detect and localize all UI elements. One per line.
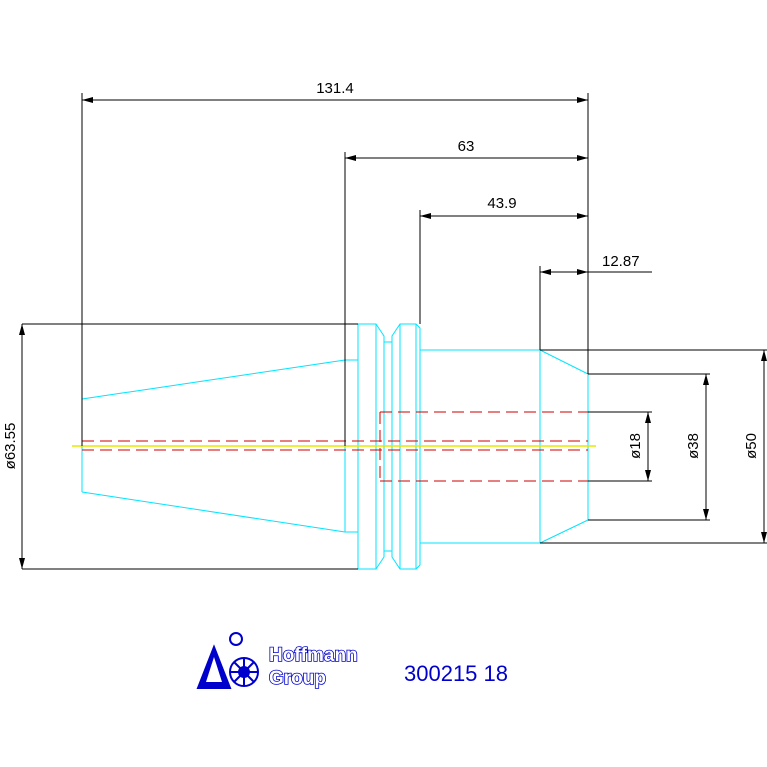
dim-diameter-38: ø38 — [685, 433, 702, 459]
chamfer-top — [539, 349, 589, 375]
hidden-lines — [82, 411, 588, 482]
dim-total-length: 131.4 — [316, 80, 354, 97]
arrowheads — [19, 97, 767, 569]
flange-profile-bottom — [358, 543, 421, 570]
taper-top-edge — [81, 359, 346, 400]
hoffmann-group-logo: Hoffmann Group — [196, 632, 358, 690]
dim-length-12-87: 12.87 — [602, 253, 640, 270]
taper-bottom-edge — [81, 491, 346, 533]
chamfer-bottom — [539, 519, 589, 544]
logo-text-hoffmann: Hoffmann — [269, 645, 358, 666]
dim-length-63: 63 — [458, 138, 475, 155]
logo-text-group: Group — [269, 668, 326, 689]
logo-emblem-icon — [196, 632, 259, 689]
dim-diameter-18: ø18 — [627, 433, 644, 459]
dim-length-43-9: 43.9 — [487, 195, 516, 212]
dim-diameter-63-55: ø63.55 — [2, 423, 19, 470]
dimension-lines — [21, 93, 767, 570]
flange-profile-top — [358, 323, 421, 350]
part-number: 300215 18 — [404, 661, 508, 686]
dim-diameter-50: ø50 — [743, 433, 760, 459]
